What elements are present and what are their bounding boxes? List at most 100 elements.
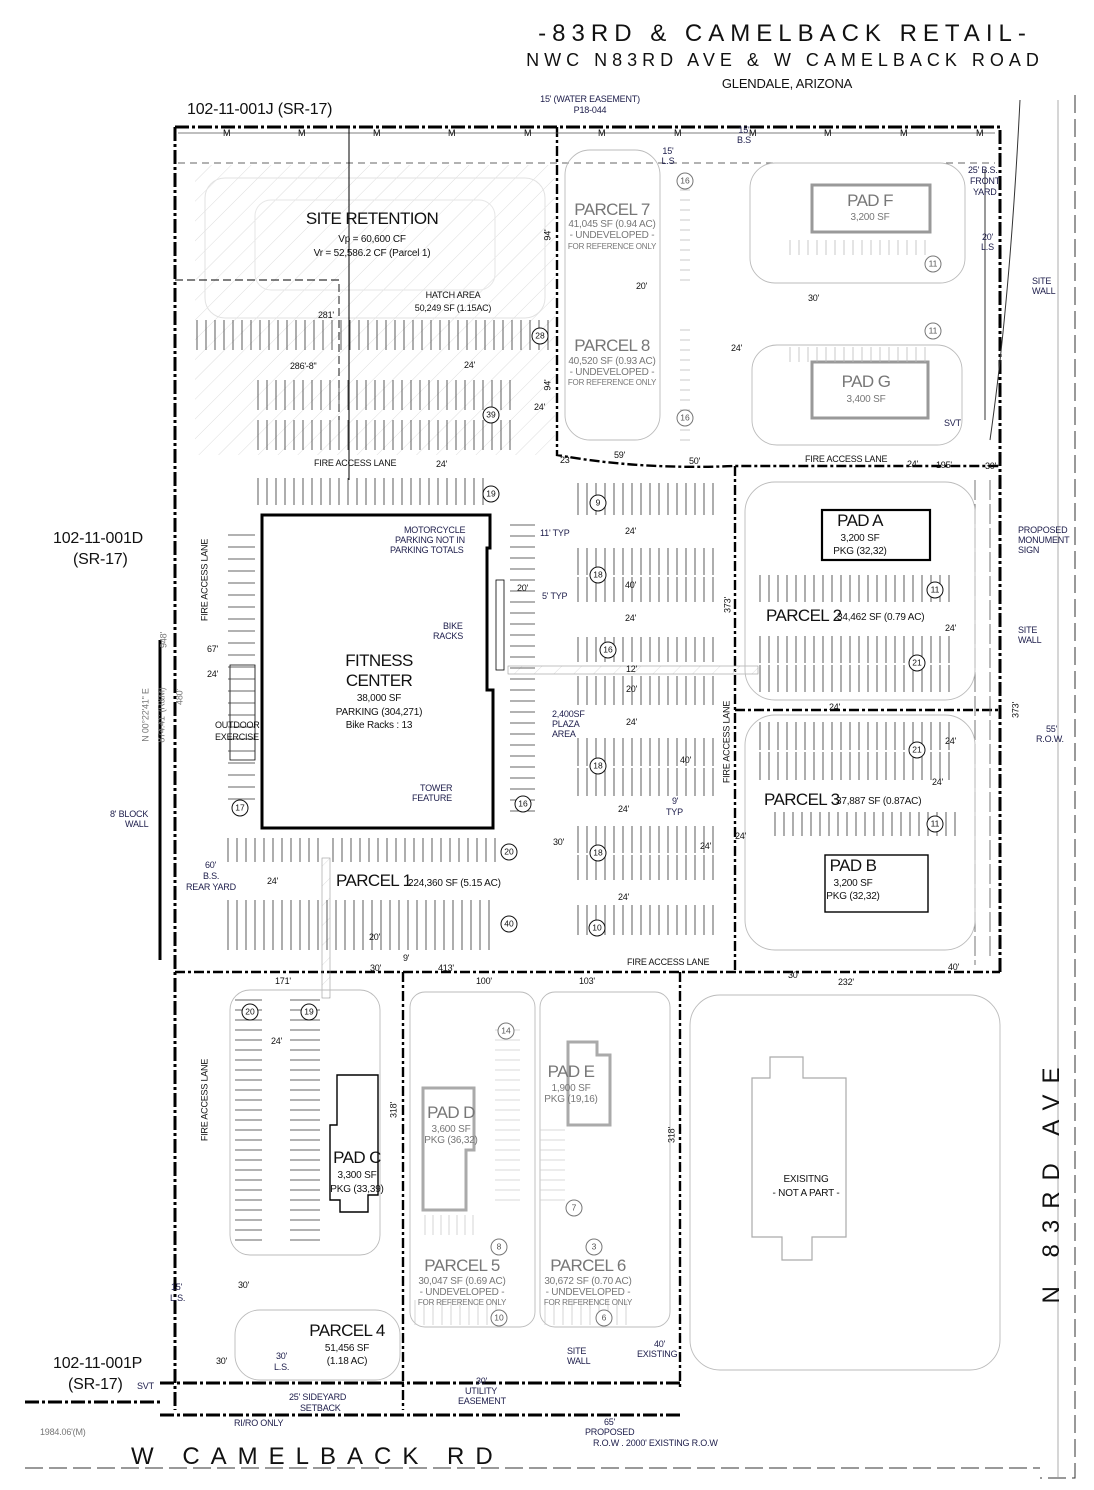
fitness-center-bike-racks: Bike Racks : 13 xyxy=(345,720,413,731)
dimension-label: 40' xyxy=(680,755,692,765)
callout-note: 1984.06'(M) xyxy=(40,1427,86,1437)
pad-f-name: PAD F xyxy=(847,191,893,210)
parcel-5-area: 30,047 SF (0.69 AC) xyxy=(418,1276,506,1287)
dimension-label: 67' xyxy=(207,644,219,654)
callout-note: UTILITY xyxy=(465,1386,498,1396)
parking-count-marker: 16 xyxy=(676,172,694,190)
hatch-area-boundary xyxy=(175,279,340,420)
parcel-8-name: PARCEL 8 xyxy=(574,336,650,355)
pad-b-building xyxy=(824,854,929,913)
dimension-label: 94' xyxy=(542,229,553,241)
dimension-label: 20' xyxy=(369,932,381,942)
parking-count-marker: 11 xyxy=(924,255,942,273)
callout-note: 55' xyxy=(1046,724,1058,734)
adjacent-parcel-north: 102-11-001J (SR-17) xyxy=(187,101,333,118)
pad-d-name: PAD D xyxy=(427,1103,475,1122)
pad-f-area: 3,200 SF xyxy=(850,212,890,223)
parcel-7-note: FOR REFERENCE ONLY xyxy=(567,242,657,251)
existing-not-a-part: - NOT A PART - xyxy=(772,1188,840,1199)
parcel-4-acres: (1.18 AC) xyxy=(326,1356,368,1367)
callout-note: 9' xyxy=(672,796,679,806)
dimension-label: 30' xyxy=(788,970,800,980)
callout-note: MOTORCYCLE xyxy=(404,525,466,535)
dimension-label: 24' xyxy=(945,736,957,746)
callout-note: 15' (WATER EASEMENT) xyxy=(540,94,640,104)
callout-note: MONUMENT xyxy=(1018,535,1070,545)
dimension-label: 30' xyxy=(370,963,382,973)
site-wall-east xyxy=(984,99,1021,441)
parcel-6-area: 30,672 SF (0.70 AC) xyxy=(544,1276,632,1287)
dimension-label: 24' xyxy=(464,360,476,370)
bike-racks xyxy=(495,579,505,671)
callout-note: 40' xyxy=(654,1339,666,1349)
dimension-label: 100' xyxy=(476,976,492,986)
svg-text:M: M xyxy=(524,128,532,138)
callout-note: REAR YARD xyxy=(186,882,236,892)
fitness-center-name-line2: CENTER xyxy=(345,671,413,690)
svg-text:M: M xyxy=(373,128,381,138)
pad-e-parking: PKG (19,16) xyxy=(544,1094,598,1105)
callout-note: L.S. xyxy=(170,1293,186,1303)
parking-count-marker: 11 xyxy=(926,815,944,833)
retention-basin-outline xyxy=(204,177,546,319)
dimension-label: 9' xyxy=(403,953,410,963)
callout-note: 65' xyxy=(604,1417,616,1427)
svg-text:M: M xyxy=(598,128,606,138)
project-city: GLENDALE, ARIZONA xyxy=(721,76,853,91)
parking-count-marker: 11 xyxy=(924,322,942,340)
pad-b-name: PAD B xyxy=(829,856,877,875)
dimension-label: 281' xyxy=(318,310,334,320)
callout-note: B.S xyxy=(737,135,751,145)
pad-e-name: PAD E xyxy=(547,1062,595,1081)
pad-e-area: 1,900 SF xyxy=(551,1083,591,1094)
callout-note: PROPOSED xyxy=(585,1427,635,1437)
outdoor-exercise-area xyxy=(229,664,256,761)
callout-note: SITE xyxy=(567,1346,587,1356)
parcel-lines xyxy=(175,127,1000,1410)
dimension-label: 24' xyxy=(829,702,841,712)
callout-note: 8' BLOCK xyxy=(110,809,149,819)
parking-count-marker: 14 xyxy=(497,1022,515,1040)
hatch-area-label: HATCH AREA xyxy=(425,290,481,300)
parking-count-marker: 39 xyxy=(482,406,500,424)
dimension-label: 20' xyxy=(626,684,638,694)
callout-note: N 00°22'41" E xyxy=(140,688,151,742)
callout-note: SIGN xyxy=(1018,545,1040,555)
dimension-label: 24' xyxy=(436,459,448,469)
callout-note: RI/RO ONLY xyxy=(234,1418,284,1428)
parcel-6-status: - UNDEVELOPED - xyxy=(545,1287,631,1298)
pad-b-area: 3,200 SF xyxy=(833,878,873,889)
parcel-2-name: PARCEL 2 xyxy=(766,606,842,625)
site-retention-title: SITE RETENTION xyxy=(305,209,439,228)
existing-building xyxy=(751,1056,847,1261)
dimension-label: 24' xyxy=(700,841,712,851)
parking-count-marker: 18 xyxy=(589,844,607,862)
pad-c-parking: PKG (33,39) xyxy=(330,1184,384,1195)
parking-count-marker: 40 xyxy=(500,915,518,933)
callout-note: L.S xyxy=(661,156,675,166)
callout-note: YARD xyxy=(973,187,997,197)
parking-count-marker: 20 xyxy=(241,1003,259,1021)
callout-note: OUTDOOR xyxy=(215,720,260,730)
n-83rd-ave-row-line xyxy=(1040,95,1076,1479)
parking-count-marker: 28 xyxy=(531,327,549,345)
svg-text:M: M xyxy=(900,128,908,138)
parking-count-marker: 6 xyxy=(595,1309,613,1327)
callout-note: BIKE xyxy=(443,621,463,631)
callout-note: PROPOSED xyxy=(1018,525,1068,535)
callout-note: WALL xyxy=(567,1356,591,1366)
parcel-4-area: 51,456 SF xyxy=(324,1343,370,1354)
dimension-label: 24' xyxy=(271,1036,283,1046)
callout-note: 60' xyxy=(205,860,217,870)
callout-note: WALL xyxy=(1032,286,1056,296)
adjacent-parcel-west-zone: (SR-17) xyxy=(73,551,128,568)
callout-note: 30' xyxy=(276,1351,288,1361)
pad-c-name: PAD C xyxy=(333,1148,381,1167)
dimension-label: 40' xyxy=(625,580,637,590)
pad-c-area: 3,300 SF xyxy=(337,1170,377,1181)
callout-note: 2,400SF xyxy=(552,709,585,719)
parcel-7-status: - UNDEVELOPED - xyxy=(569,230,655,241)
dimension-label: 20' xyxy=(517,583,529,593)
parcel-3-name: PARCEL 3 xyxy=(764,790,840,809)
